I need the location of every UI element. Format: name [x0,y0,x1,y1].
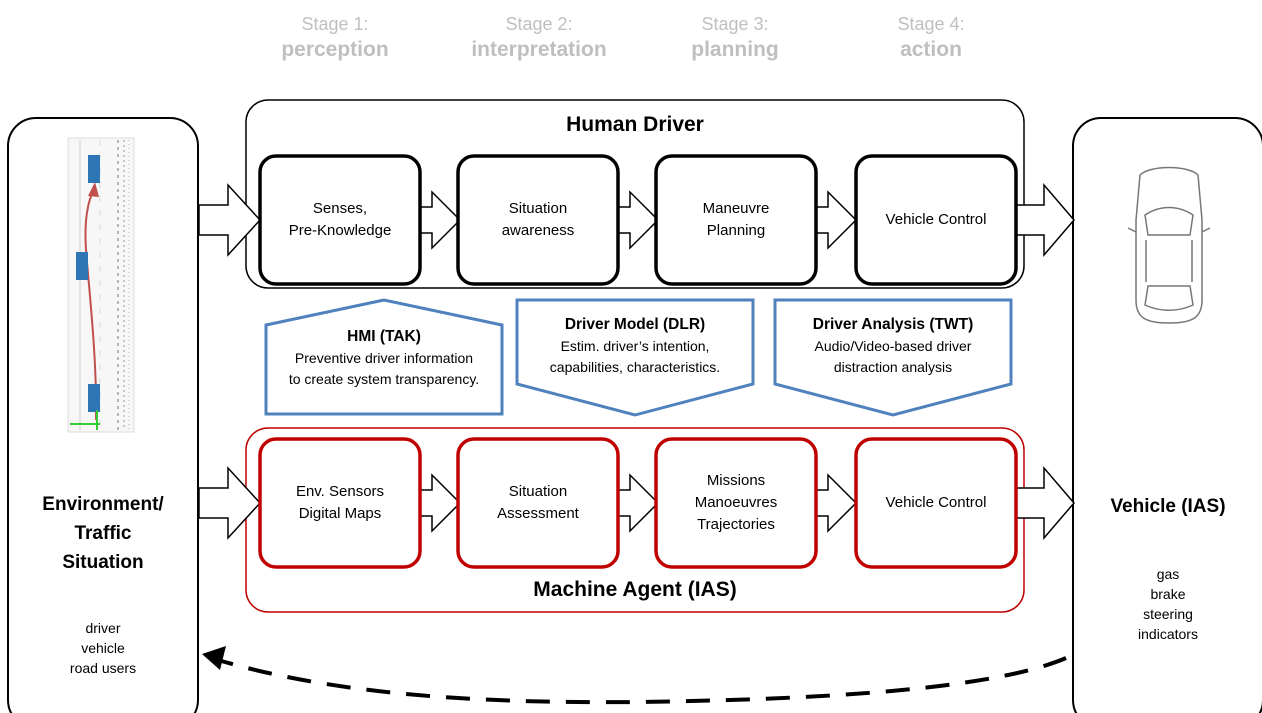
human-block-label: Situation awareness [501,200,575,239]
machine-block-label: Vehicle Control [885,494,987,511]
flow-arrow [617,473,660,533]
flow-arrow [1013,465,1075,541]
environment-title: Environment/ Traffic Situation [42,494,164,573]
machine-block-label: Situation Assessment [497,483,579,522]
machine-block-label: Missions Manoeuvres Trajectories [694,472,778,533]
vehicle-marker [88,155,100,183]
driver-analysis-description: Audio/Video-based driver distraction ana… [814,338,972,375]
trajectory-arrowhead [88,182,99,197]
machine-block [854,437,1018,569]
stage-header-1: Stage 1: perception [250,12,420,64]
feedback-arrowhead [202,646,226,670]
human-block-label: Maneuvre Planning [702,200,770,239]
vehicle-item: brake [1150,586,1186,602]
vehicle-marker [76,252,88,280]
driver-model-description: Estim. driver’s intention, capabilities,… [549,338,721,375]
human-block [854,154,1018,286]
car-top-view-icon [1127,166,1211,324]
hmi-text: HMI (TAK) Preventive driver information … [266,326,502,390]
driver-analysis-text: Driver Analysis (TWT) Audio/Video-based … [775,314,1011,378]
human-driver-title: Human Driver [566,113,704,136]
flow-arrow [1013,182,1075,258]
vehicle-item: indicators [1138,626,1198,642]
driver-analysis-title: Driver Analysis (TWT) [812,316,974,333]
stage-header-4: Stage 4: action [846,12,1016,64]
vehicle-panel [1072,117,1262,713]
human-block [456,154,620,286]
human-block [258,154,422,286]
hmi-description: Preventive driver information to create … [288,350,480,387]
feedback-dashed-arrow [217,656,1067,705]
flow-arrow [198,466,262,540]
flow-arrow [198,183,262,257]
human-block-label: Senses, Pre-Knowledge [288,200,392,239]
driver-analysis-shape [773,298,1013,417]
hmi-title: HMI (TAK) [347,328,421,345]
stage-name: action [900,38,962,61]
driver-model-text: Driver Model (DLR) Estim. driver’s inten… [517,314,753,378]
stage-header-2: Stage 2: interpretation [454,12,624,64]
hmi-shape [264,298,504,416]
vehicle-title: Vehicle (IAS) [1110,496,1226,517]
vehicle-item: gas [1156,566,1180,582]
machine-block [654,437,818,569]
human-block [654,154,818,286]
driver-model-title: Driver Model (DLR) [564,316,706,333]
stage-name: planning [691,38,779,61]
human-flow-arrows [198,182,1075,258]
vehicle-marker [88,384,100,412]
environment-item: vehicle [81,640,125,656]
stage-header-3: Stage 3: planning [650,12,820,64]
traffic-situation-image [67,137,135,433]
environment-list: driver vehicle road users [8,618,198,678]
flow-arrow [617,190,660,250]
machine-block [456,437,620,569]
vehicle-list: gas brake steering indicators [1073,564,1262,644]
driver-model-shape [515,298,755,417]
machine-block-label: Env. Sensors Digital Maps [295,483,385,522]
machine-flow-arrows [198,465,1075,541]
stage-number: Stage 3: [701,14,769,34]
stage-number: Stage 1: [301,14,369,34]
flow-arrow [815,473,858,533]
flow-arrow [419,473,462,533]
environment-item: driver [85,620,121,636]
machine-block [258,437,422,569]
flow-arrow [419,190,462,250]
stage-number: Stage 4: [897,14,965,34]
machine-agent-title: Machine Agent (IAS) [533,578,737,601]
environment-item: road users [69,660,137,676]
stage-number: Stage 2: [505,14,573,34]
human-block-label: Vehicle Control [885,211,987,228]
flow-arrow [815,190,858,250]
stage-name: interpretation [471,38,607,61]
stage-name: perception [281,38,389,61]
vehicle-item: steering [1143,606,1193,622]
